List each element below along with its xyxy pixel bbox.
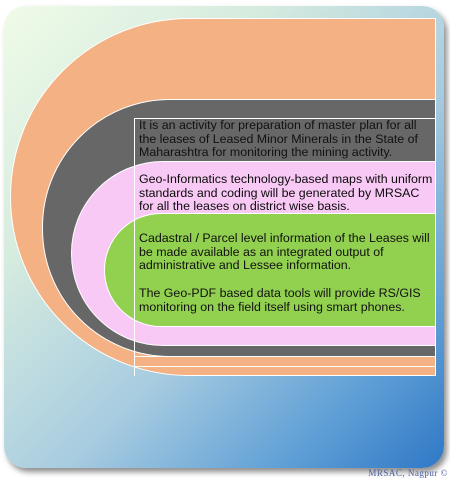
item-2-text: Geo-Informatics technology-based maps wi… xyxy=(139,172,433,214)
item-4-text: The Geo-PDF based data tools will provid… xyxy=(139,286,421,314)
divider-bottom-2 xyxy=(134,366,436,367)
arc-item-4 xyxy=(104,213,436,327)
divider-top xyxy=(134,118,436,119)
item-3-text: Cadastral / Parcel level information of … xyxy=(139,231,430,273)
divider-vertical xyxy=(134,118,135,376)
item-1-text: It is an activity for preparation of mas… xyxy=(139,118,418,160)
credit-label: MRSAC, Nagpur © xyxy=(368,468,448,478)
divider-bottom xyxy=(134,356,436,357)
diagram-panel: It is an activity for preparation of mas… xyxy=(4,6,444,468)
